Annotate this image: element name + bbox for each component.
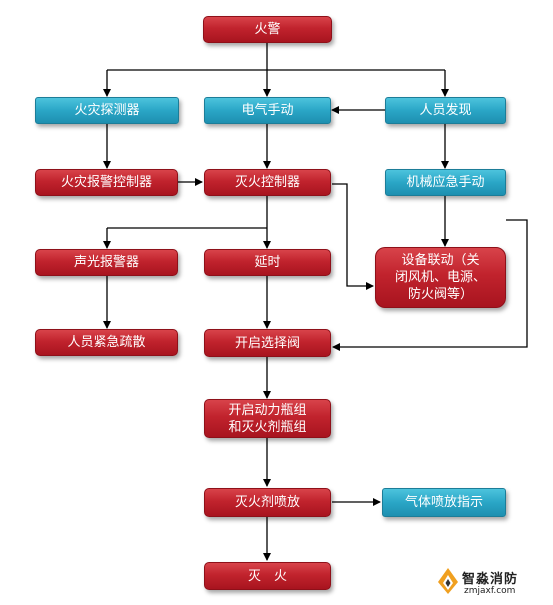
node-mechanical-emergency-manual-label: 机械应急手动 bbox=[406, 175, 485, 190]
node-gas-discharge-indicator-label: 气体喷放指示 bbox=[404, 495, 483, 510]
node-electric-manual: 电气手动 bbox=[204, 97, 331, 124]
node-open-selector-valve: 开启选择阀 bbox=[204, 329, 331, 357]
node-gas-discharge-indicator: 气体喷放指示 bbox=[382, 488, 506, 517]
node-extinguishing-controller: 灭火控制器 bbox=[204, 169, 331, 196]
node-open-bottles: 开启动力瓶组 和灭火剂瓶组 bbox=[204, 399, 331, 438]
node-sound-light-alarm-label: 声光报警器 bbox=[73, 255, 139, 270]
node-fire-alarm-controller: 火灾报警控制器 bbox=[35, 169, 178, 196]
node-personnel-evacuation: 人员紧急疏散 bbox=[35, 329, 178, 356]
equipment-linkage-line2: 闭风机、电源、 bbox=[394, 270, 486, 285]
brand-logo: 智淼消防 zmjaxf.com bbox=[434, 566, 549, 602]
open-bottles-line2: 和灭火剂瓶组 bbox=[228, 419, 307, 435]
logo-title: 智淼消防 bbox=[462, 572, 519, 587]
node-sound-light-alarm: 声光报警器 bbox=[35, 249, 178, 276]
node-equipment-linkage-text: 设备联动（关 闭风机、电源、 防火阀等） bbox=[395, 252, 486, 303]
flame-drop-icon bbox=[438, 568, 458, 594]
equipment-linkage-line3: 防火阀等） bbox=[407, 287, 473, 302]
node-extinguishing-controller-label: 灭火控制器 bbox=[234, 175, 300, 190]
node-fire-detector: 火灾探测器 bbox=[35, 97, 179, 124]
node-personnel-evacuation-label: 人员紧急疏散 bbox=[67, 335, 146, 350]
node-mechanical-emergency-manual: 机械应急手动 bbox=[385, 169, 506, 196]
node-electric-manual-label: 电气手动 bbox=[241, 103, 294, 118]
node-delay-label: 延时 bbox=[254, 255, 281, 270]
node-extinguish: 灭 火 bbox=[204, 562, 331, 590]
node-agent-discharge-label: 灭火剂喷放 bbox=[234, 495, 300, 510]
node-agent-discharge: 灭火剂喷放 bbox=[204, 488, 331, 517]
equipment-linkage-line1: 设备联动（关 bbox=[401, 253, 480, 268]
arrow-ext-ctrl-to-linkage bbox=[332, 183, 374, 290]
node-person-discovery-label: 人员发现 bbox=[419, 103, 472, 118]
arrow-mechanical-to-valve bbox=[332, 219, 528, 351]
node-equipment-linkage: 设备联动（关 闭风机、电源、 防火阀等） bbox=[375, 247, 506, 308]
open-bottles-line1: 开启动力瓶组 bbox=[228, 402, 307, 418]
node-extinguish-label: 灭 火 bbox=[247, 568, 287, 584]
node-delay: 延时 bbox=[204, 249, 331, 276]
node-open-bottles-text: 开启动力瓶组 和灭火剂瓶组 bbox=[228, 402, 306, 436]
node-fire-alarm-label: 火警 bbox=[254, 22, 281, 37]
logo-url: zmjaxf.com bbox=[464, 586, 516, 596]
node-fire-detector-label: 火灾探测器 bbox=[74, 103, 140, 118]
node-person-discovery: 人员发现 bbox=[385, 97, 506, 124]
node-fire-alarm: 火警 bbox=[203, 16, 332, 43]
node-fire-alarm-controller-label: 火灾报警控制器 bbox=[60, 175, 152, 190]
node-open-selector-valve-label: 开启选择阀 bbox=[234, 335, 300, 351]
